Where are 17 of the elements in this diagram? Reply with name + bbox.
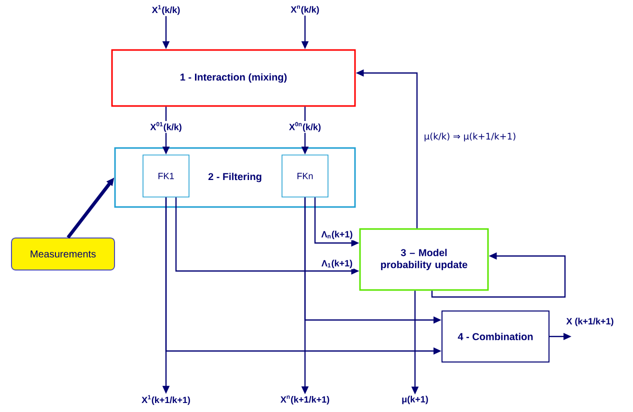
signal-label: X$^{1}$(k/k) bbox=[152, 5, 180, 15]
edge-label: Λ$_{1}$(k+1) bbox=[320, 258, 354, 270]
process-box: 3 – Model probability update bbox=[359, 228, 489, 291]
signal-label: X$^{n}$(k+1/k+1) bbox=[280, 396, 330, 404]
edge-label: Λ$_{n}$(k+1) bbox=[320, 230, 354, 240]
filter-box: FKn bbox=[282, 154, 328, 198]
input-box: Measurements bbox=[11, 238, 115, 270]
signal-label: X$^{n}$(k/k) bbox=[290, 6, 319, 14]
signal-label: μ(k+1) bbox=[402, 396, 428, 404]
edge-label: μ(k/k) ⇒ μ(k+1/k+1) bbox=[422, 132, 518, 142]
signal-label: X$^{1}$(k+1/k+1) bbox=[142, 395, 190, 405]
process-box: 4 - Combination bbox=[442, 310, 550, 362]
filter-box: FK1 bbox=[142, 154, 190, 198]
process-box: 1 - Interaction (mixing) bbox=[111, 49, 356, 107]
edge-label: X (k+1/k+1) bbox=[565, 316, 615, 328]
edge-label: X$^{0n}$(k/k) bbox=[288, 121, 322, 133]
edge-label: X$^{01}$(k/k) bbox=[149, 121, 183, 133]
